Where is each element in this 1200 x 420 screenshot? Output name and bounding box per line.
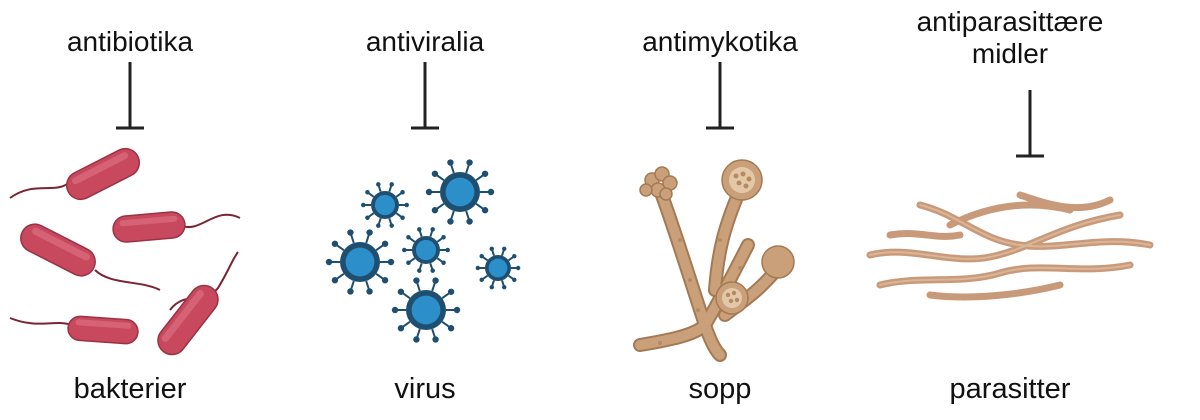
fungus-illustration [633,159,795,362]
drug-label-antibiotics: antibiotika [66,26,194,57]
virus-illustration [325,159,521,343]
virus-particle [391,277,461,343]
inhibition-arrow [706,62,734,130]
column-antifungals: antimykotika [600,0,840,420]
parasite-worms-illustration [866,191,1154,301]
column-antiparasitics: antiparasittære midler parasitter [860,0,1160,420]
virus-particle [325,229,395,295]
bacteria-illustration [9,147,241,356]
column-antivirals: antiviralia virus [300,0,550,420]
drug-label-antiparasitics: antiparasittære midler [916,6,1104,69]
inhibition-arrow [116,62,144,130]
target-label-parasites: parasitter [949,373,1071,405]
drug-label-antifungals: antimykotika [642,26,798,57]
column-antibiotics: antibiotika bakterier [0,0,260,420]
drug-label-antivirals: antiviralia [365,26,485,57]
virus-particle [361,182,409,228]
inhibition-arrow [1016,90,1044,158]
virus-particle [402,227,450,273]
target-label-virus: virus [394,373,456,405]
inhibition-arrow [411,62,439,130]
target-label-bacteria: bakterier [73,373,187,405]
virus-particle [475,246,521,290]
virus-particle [425,159,495,225]
target-label-fungi: sopp [688,373,752,405]
